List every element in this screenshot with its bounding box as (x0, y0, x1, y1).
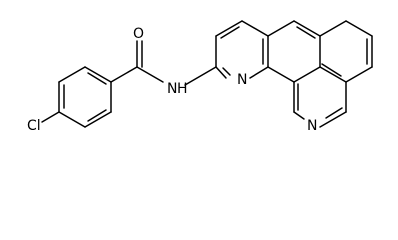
oxygen-label: O (133, 26, 144, 42)
chlorine-label: Cl (27, 118, 41, 134)
carbonyl-group (110, 40, 164, 83)
phenanthroline-right-ring (345, 20, 373, 68)
phenanthroline-ring-c (293, 20, 373, 128)
chemical-structure-diagram: O N H Cl N N (27, 20, 373, 134)
amide-h-label: H (177, 81, 188, 97)
phenanthroline-ring-b (267, 20, 321, 83)
phenanthroline-ring-a (215, 20, 269, 79)
amide-n-label: N (167, 81, 177, 97)
ring-n10-label: N (307, 118, 317, 134)
ring-n1-label: N (237, 72, 247, 88)
n-c-bond (184, 66, 217, 86)
c-cl-bond (41, 111, 60, 123)
chlorophenyl-ring (58, 66, 112, 128)
